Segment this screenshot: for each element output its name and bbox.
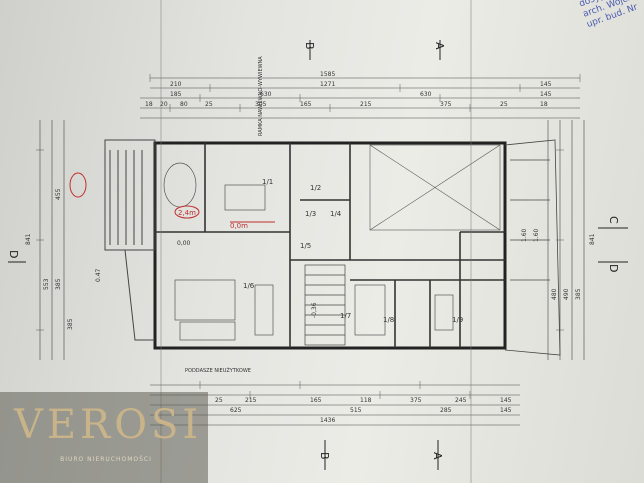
- section-mark: A: [433, 42, 446, 50]
- section-mark: D: [7, 250, 20, 258]
- dim-text: 625: [230, 407, 242, 414]
- room-labels: 1/1 1/2 1/3 1/4 1/5 1/6 1/7 1/8 1/9: [243, 178, 463, 324]
- dim-text: 480: [551, 288, 558, 300]
- levels: 0,00 -0,36: [177, 240, 318, 318]
- inner-walls: [155, 143, 505, 348]
- void-cross: [369, 144, 501, 231]
- note-text: RAMKA NAWIEWNO-WYWIEWNA: [258, 56, 264, 136]
- dim-text: 385: [55, 278, 62, 290]
- level-mark: -0,36: [311, 302, 318, 318]
- dim-text: 455: [55, 188, 62, 200]
- note-text: PODDASZE NIEUŻYTKOWE: [185, 367, 251, 374]
- section-mark: C: [607, 216, 620, 224]
- dim-text: 375: [440, 101, 452, 108]
- dim-text: 185: [170, 91, 182, 98]
- stairs: [304, 264, 346, 346]
- dim-text: 385: [67, 318, 74, 330]
- dim-text: 0.47: [95, 268, 102, 282]
- dim-text: 245: [455, 397, 467, 404]
- dim-text: 18: [145, 101, 153, 108]
- dim-text: 215: [245, 397, 257, 404]
- paper-fold: [160, 0, 162, 483]
- section-mark: A: [431, 452, 444, 460]
- dim-text: 515: [350, 407, 362, 414]
- dim-overall-top: 1585: [320, 71, 335, 78]
- section-mark: B: [318, 452, 331, 460]
- dim-text: 385: [575, 288, 582, 300]
- dim-text: 80: [180, 101, 188, 108]
- dim-text: 1436: [320, 417, 335, 424]
- dim-text: 210: [170, 81, 182, 88]
- dim-text: 375: [410, 397, 422, 404]
- watermark-panel: [0, 392, 208, 483]
- terrace: [104, 139, 156, 341]
- room-label: 1/3: [305, 210, 316, 218]
- section-marks: B A B A C D D: [7, 40, 628, 470]
- room-label: 1/4: [330, 210, 342, 218]
- dim-text: 145: [500, 397, 512, 404]
- dim-text: 490: [563, 288, 570, 300]
- section-mark: B: [303, 42, 316, 50]
- dim-text: 165: [310, 397, 322, 404]
- dimension-texts: 1585 210 1271 145 185 630 630 145 18 20 …: [25, 71, 596, 424]
- red-note: 0,0m: [230, 222, 248, 230]
- dim-text: 305: [255, 101, 267, 108]
- room-label: 1/6: [243, 282, 255, 290]
- paper-fold: [470, 0, 472, 483]
- furniture: [163, 162, 454, 341]
- brand-subtitle: BIURO NIERUCHOMOŚCI: [60, 456, 152, 463]
- dim-text: 25: [215, 397, 223, 404]
- dim-text: 630: [260, 91, 272, 98]
- dim-text: 20: [160, 101, 168, 108]
- brand-logo: VEROSI: [14, 402, 203, 448]
- dim-text: 285: [440, 407, 452, 414]
- red-annotations: [69, 172, 275, 223]
- red-note: 2,4m: [178, 209, 196, 217]
- room-label: 1/8: [383, 316, 394, 324]
- section-mark: D: [607, 264, 620, 272]
- room-label: 1/2: [310, 184, 321, 192]
- dim-text: 215: [360, 101, 372, 108]
- dim-text: 25: [205, 101, 213, 108]
- dim-text: 25: [500, 101, 508, 108]
- dimension-lines: [39, 77, 585, 426]
- dim-text: 118: [360, 397, 372, 404]
- roof-overhang-right: [504, 139, 561, 356]
- room-label: 1/7: [340, 312, 351, 320]
- room-label: 1/9: [452, 316, 463, 324]
- dimension-ticks: [36, 74, 581, 399]
- dim-text: 145: [540, 91, 552, 98]
- level-mark: 0,00: [177, 240, 191, 247]
- dim-text: 553: [43, 278, 50, 290]
- dim-text: 841: [25, 233, 32, 245]
- dim-text: 145: [500, 407, 512, 414]
- dim-text: 18: [540, 101, 548, 108]
- dim-text: 630: [420, 91, 432, 98]
- dim-text: 165: [300, 101, 312, 108]
- dim-text: 1.60: [521, 228, 528, 242]
- notes: RAMKA NAWIEWNO-WYWIEWNA PODDASZE NIEUŻYT…: [185, 56, 264, 374]
- dim-text: 1.60: [533, 228, 540, 242]
- dim-text: 145: [540, 81, 552, 88]
- room-label: 1/1: [262, 178, 273, 186]
- dim-text: 1271: [320, 81, 335, 88]
- room-label: 1/5: [300, 242, 311, 250]
- red-notes: 2,4m 0,0m: [178, 209, 248, 230]
- dim-text: 841: [589, 233, 596, 245]
